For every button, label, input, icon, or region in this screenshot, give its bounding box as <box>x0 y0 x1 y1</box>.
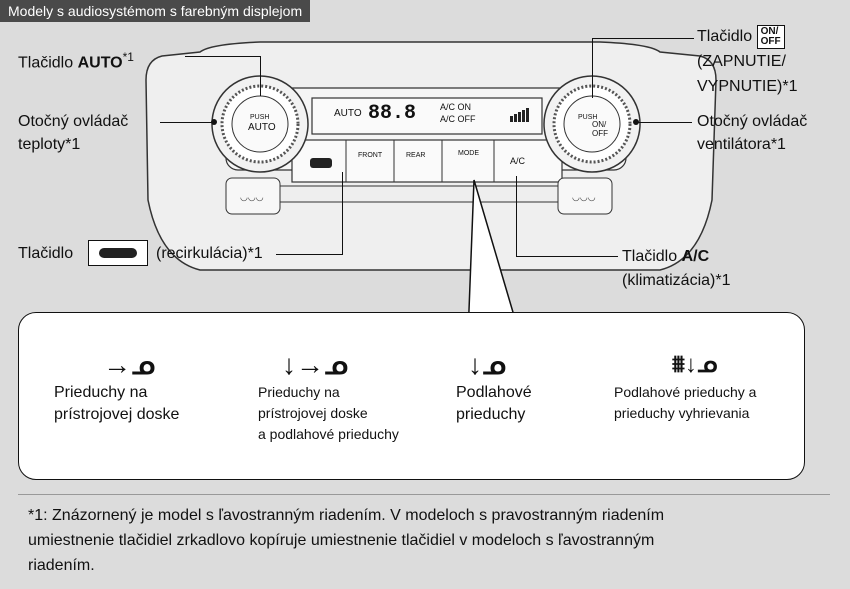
auto-leader-vert <box>260 56 261 96</box>
footnote: *1: Znázornený je model s ľavostranným r… <box>28 507 665 574</box>
recirc-leader-vert <box>342 172 343 255</box>
recirculation-icon <box>88 240 148 266</box>
svg-text:◡◡◡: ◡◡◡ <box>240 193 264 203</box>
left-knob-push: PUSH <box>250 114 270 121</box>
footnote-divider <box>18 494 830 495</box>
label-recirculation-button: Tlačidlo <box>18 245 74 262</box>
fan-leader-dot <box>633 119 639 125</box>
fan-leader <box>636 122 692 123</box>
ac-leader-vert <box>516 176 517 256</box>
front-defrost-button[interactable]: FRONT <box>358 152 383 159</box>
right-knob-off[interactable]: OFF <box>592 129 608 138</box>
temp-leader <box>160 122 214 123</box>
recirc-leader <box>276 254 342 255</box>
onoff-icon: ON/OFF <box>756 24 785 49</box>
left-knob-auto[interactable]: AUTO <box>248 122 276 133</box>
label-ac-button: Tlačidlo A/C (klimatizácia)*1 <box>622 248 731 289</box>
dashboard-vent-icon: →ᓄ <box>103 349 155 380</box>
label-recirculation-suffix: (recirkulácia)*1 <box>156 245 263 262</box>
temp-leader-dot <box>211 119 217 125</box>
floor-defrost-vent-icon: ⩩↓ᓄ <box>672 351 718 378</box>
display-auto: AUTO <box>334 108 362 119</box>
vent-mode-floor: ↓ᓄ Podlahové prieduchy <box>456 348 576 426</box>
onoff-leader-vert <box>592 38 593 98</box>
label-onoff-button: Tlačidlo ON/OFF (ZAPNUTIE/ VYPNUTIE)*1 <box>697 24 798 95</box>
display-ac-off: A/C OFF <box>440 114 476 124</box>
onoff-leader <box>592 38 694 39</box>
right-knob-on[interactable]: ON/ <box>592 120 607 129</box>
vent-mode-dashboard-floor: ↓→ᓄ Prieduchy na prístrojovej doske a po… <box>258 348 438 445</box>
vent-modes-box <box>18 312 805 480</box>
svg-text:◡◡◡: ◡◡◡ <box>572 193 596 203</box>
label-auto-button: Tlačidlo AUTO*1 <box>18 50 134 72</box>
ac-leader <box>516 256 618 257</box>
mode-button[interactable]: MODE <box>458 150 479 157</box>
display-temperature: 88.8 <box>368 102 417 125</box>
section-header: Modely s audiosystémom s farebným disple… <box>0 0 311 22</box>
vent-mode-dashboard: →ᓄ Prieduchy na prístrojovej doske <box>54 348 204 426</box>
ac-button[interactable]: A/C <box>510 156 526 166</box>
vent-mode-floor-defrost: ⩩↓ᓄ Podlahové prieduchy a prieduchy vyhr… <box>614 348 794 424</box>
floor-vent-icon: ↓ᓄ <box>468 349 506 380</box>
climate-control-panel: ◡◡◡ ◡◡◡ <box>145 41 717 320</box>
right-knob-push: PUSH <box>578 114 598 121</box>
rear-defrost-button[interactable]: REAR <box>406 152 426 159</box>
dashboard-floor-vent-icon: ↓→ᓄ <box>282 349 348 380</box>
display-ac-on: A/C ON <box>440 102 472 112</box>
auto-leader <box>185 56 261 57</box>
